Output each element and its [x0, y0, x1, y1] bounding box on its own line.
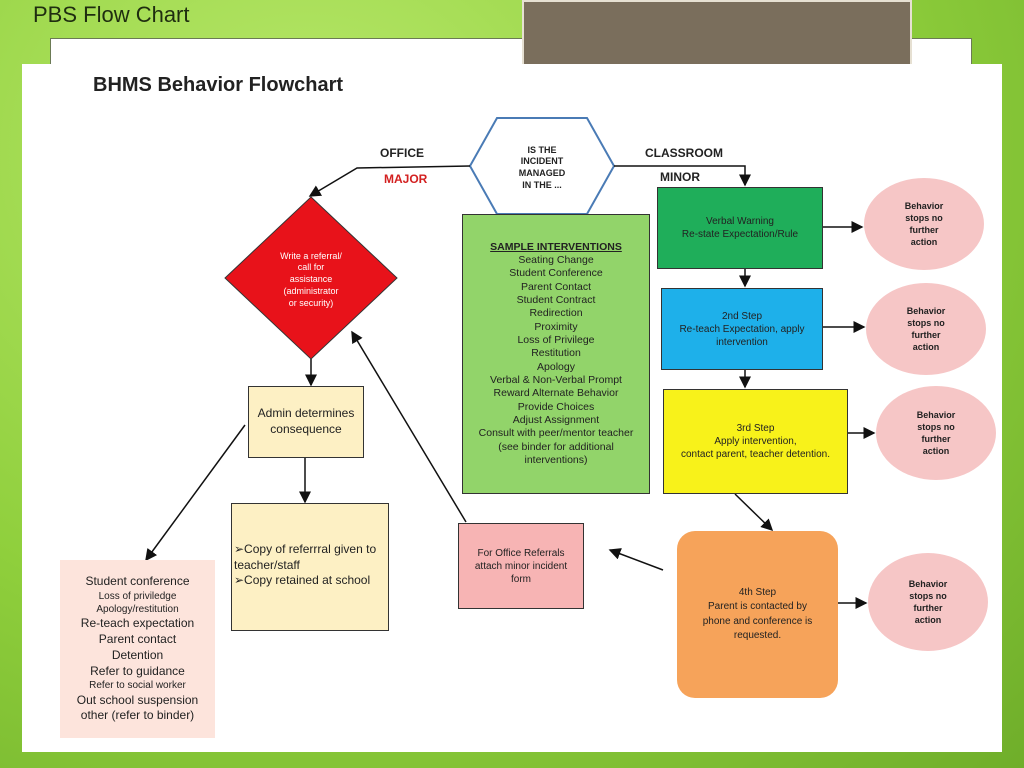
outcome-circle-1: Behavior stops no further action	[864, 178, 984, 270]
intervention-item: Restitution	[531, 347, 581, 360]
hexagon-line: MANAGED	[518, 168, 566, 178]
outcome-line: further	[921, 434, 951, 444]
intervention-item: Consult with peer/mentor teacher	[478, 427, 634, 440]
label-minor: MINOR	[660, 170, 700, 184]
hexagon-line: INCIDENT	[520, 156, 564, 167]
intervention-item: Parent Contact	[520, 280, 592, 293]
diamond-line: (administrator	[283, 285, 339, 296]
copy-line: ➢Copy retained at school	[234, 573, 371, 588]
outcome-line: further	[911, 330, 941, 340]
consequence-item: Detention	[111, 647, 164, 662]
hexagon-line: IN THE ...	[522, 179, 562, 190]
intervention-item: Apology	[537, 360, 575, 373]
step-line: requested.	[733, 630, 782, 641]
step-1-verbal-warning: Verbal Warning Re-state Expectation/Rule	[657, 187, 823, 269]
intervention-item: Adjust Assignment	[512, 413, 600, 426]
outcome-line: stops no	[905, 212, 943, 223]
intervention-item: Redirection	[529, 307, 583, 320]
decorative-dark-box	[522, 0, 912, 66]
consequence-item: Refer to social worker	[89, 680, 186, 692]
intervention-item: interventions)	[524, 453, 588, 466]
referral-copy-box: ➢Copy of referrral given to teacher/staf…	[231, 503, 389, 631]
outcome-line: stops no	[909, 590, 947, 601]
intervention-item: Student Conference	[509, 267, 603, 280]
step-line: Re-state Expectation/Rule	[681, 229, 799, 240]
intervention-item: Student Contract	[516, 294, 596, 307]
admin-line: consequence	[270, 422, 342, 436]
label-major: MAJOR	[384, 172, 428, 186]
intervention-item: Loss of Privilege	[517, 334, 595, 346]
intervention-item: Provide Choices	[517, 400, 595, 413]
hexagon-line: IS THE	[527, 144, 557, 155]
step-line: Verbal Warning	[706, 216, 774, 227]
intervention-item: Reward Alternate Behavior	[493, 387, 619, 400]
outcome-line: stops no	[917, 421, 955, 432]
step-line: phone and conference is	[702, 615, 813, 627]
office-referral-box: For Office Referrals attach minor incide…	[458, 523, 584, 609]
outcome-circle-2: Behavior stops no further action	[866, 283, 986, 375]
outcome-line: stops no	[907, 317, 945, 328]
outcome-line: action	[912, 342, 940, 353]
diamond-line: call for	[297, 262, 325, 273]
outcome-line: action	[914, 615, 942, 626]
office-referral-line: attach minor incident	[474, 560, 568, 572]
outcome-line: action	[922, 446, 950, 457]
copy-line: ➢Copy of referrral given to teacher/staf…	[234, 542, 377, 572]
interventions-heading: SAMPLE INTERVENTIONS	[490, 240, 622, 253]
consequence-item: Re-teach expectation	[80, 616, 195, 631]
diamond-line: or security)	[288, 297, 334, 308]
office-referral-line: form	[511, 573, 531, 585]
step-line: contact parent, teacher detention.	[681, 449, 830, 460]
flowchart-title: BHMS Behavior Flowchart	[93, 74, 344, 96]
step-line: intervention	[716, 336, 768, 348]
sample-interventions-box: SAMPLE INTERVENTIONS Seating Change Stud…	[462, 214, 650, 494]
consequence-item: Parent contact	[98, 631, 177, 646]
office-referral-line: For Office Referrals	[477, 547, 565, 559]
intervention-item: Verbal & Non-Verbal Prompt	[490, 373, 622, 386]
outcome-line: Behavior	[904, 200, 944, 211]
consequences-list: Student conference Loss of priviledge Ap…	[60, 560, 215, 738]
outcome-line: Behavior	[916, 409, 956, 420]
consequence-item: Student conference	[85, 573, 190, 588]
intervention-item: Seating Change	[518, 254, 594, 267]
step-line: 3rd Step	[736, 423, 775, 434]
consequence-item: Refer to guidance	[90, 663, 185, 678]
step-line: Parent is contacted by	[708, 601, 807, 612]
intervention-item: (see binder for additional	[498, 440, 614, 453]
step-3-apply-intervention: 3rd Step Apply intervention, contact par…	[663, 389, 848, 494]
outcome-line: further	[909, 225, 939, 235]
step-line: 2nd Step	[721, 310, 763, 322]
outcome-line: further	[913, 603, 943, 613]
step-2-reteach: 2nd Step Re-teach Expectation, apply int…	[661, 288, 823, 370]
consequence-item: Apology/restitution	[96, 603, 179, 615]
consequence-item: Loss of priviledge	[98, 590, 177, 602]
diamond-line: assistance	[289, 274, 333, 285]
step-line: Re-teach Expectation, apply	[679, 323, 805, 335]
step-line: Apply intervention,	[714, 436, 797, 447]
intervention-item: Proximity	[534, 320, 578, 333]
consequence-item: Out school suspension	[76, 692, 199, 707]
step-line: 4th Step	[738, 586, 777, 598]
slide-title: PBS Flow Chart	[33, 2, 190, 27]
outcome-line: Behavior	[908, 578, 948, 589]
outcome-circle-4: Behavior stops no further action	[868, 553, 988, 651]
outcome-line: action	[910, 237, 938, 248]
label-office: OFFICE	[380, 146, 424, 160]
diamond-line: Write a referral/	[280, 250, 342, 261]
decision-hexagon-text: IS THE INCIDENT MANAGED IN THE ...	[500, 136, 584, 200]
admin-line: Admin determines	[257, 406, 355, 421]
label-classroom: CLASSROOM	[645, 146, 723, 160]
consequence-item: other (refer to binder)	[80, 708, 195, 723]
referral-diamond-text: Write a referral/ call for assistance (a…	[255, 244, 367, 316]
step-4-parent-conference: 4th Step Parent is contacted by phone an…	[677, 531, 838, 698]
admin-consequence-box: Admin determines consequence	[248, 386, 364, 458]
outcome-circle-3: Behavior stops no further action	[876, 386, 996, 480]
outcome-line: Behavior	[906, 305, 946, 316]
